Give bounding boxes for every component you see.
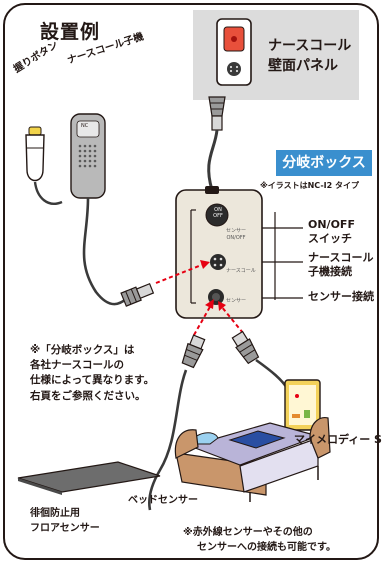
arrow-heads bbox=[200, 260, 226, 311]
infrared-footnote: ※赤外線センサーやその他の センサーへの接続も可能です。 bbox=[183, 526, 336, 555]
wall-panel-label-line1: ナースコール bbox=[268, 38, 352, 54]
my-melody-cable bbox=[255, 358, 290, 391]
onoff-switch-text: ON OFF bbox=[207, 207, 229, 219]
branch-box-note: ※イラストはNC-I2 タイプ bbox=[260, 181, 360, 190]
box-sensor-sublabel: センサー bbox=[226, 298, 247, 304]
sub-unit-connect-label-line1: ナースコール bbox=[308, 251, 374, 264]
sub-unit-connect-label-line2: 子機接続 bbox=[308, 264, 352, 278]
box-switch-sublabel-line2: ON/OFF bbox=[226, 234, 246, 241]
onoff-switch-label: ON/OFF スイッチ bbox=[308, 218, 355, 246]
branch-footnote-line2: 各社ナースコールの bbox=[30, 359, 124, 372]
sub-unit-plug bbox=[120, 282, 155, 307]
wall-panel-label: ナースコール 壁面パネル bbox=[268, 37, 351, 76]
floor-sensor-mat bbox=[17, 461, 161, 495]
onoff-switch-label-line1: ON/OFF bbox=[308, 218, 355, 231]
panel-cable bbox=[207, 129, 219, 191]
branch-box-footnote: ※「分岐ボックス」は 各社ナースコールの 仕様によって異なります。 右頁をご参照… bbox=[30, 343, 154, 404]
branch-box bbox=[175, 186, 263, 319]
sensor-connect-label: センサー接続 bbox=[308, 290, 374, 303]
branch-footnote-line3: 仕様によって異なります。 bbox=[30, 374, 155, 387]
floor-sensor-cable bbox=[148, 369, 188, 511]
grip-button bbox=[25, 126, 63, 205]
box-nursecall-sublabel: ナースコール bbox=[226, 268, 256, 274]
branch-footnote-line1: ※「分岐ボックス」は bbox=[30, 344, 135, 356]
wall-panel bbox=[216, 18, 252, 86]
floor-sensor-label-line2: フロアセンサー bbox=[30, 523, 100, 534]
branch-box-badge: 分岐ボックス bbox=[276, 150, 372, 176]
bed-sensor-plug bbox=[181, 334, 206, 369]
sub-unit-logo-text: NC bbox=[81, 123, 89, 129]
onoff-off-text: OFF bbox=[213, 213, 223, 219]
my-melody-label: マイメロディー S bbox=[294, 433, 382, 446]
infrared-footnote-line2: センサーへの接続も可能です。 bbox=[197, 541, 336, 553]
wall-panel-label-line2: 壁面パネル bbox=[268, 57, 338, 74]
connection-arrows bbox=[155, 263, 244, 336]
floor-sensor-label: 徘徊防止用 フロアセンサー bbox=[30, 506, 100, 536]
branch-footnote-line4: 右頁をご参照ください。 bbox=[30, 389, 146, 402]
nurse-call-sub-unit bbox=[70, 113, 131, 306]
bed-sensor-label: ベッドセンサー bbox=[128, 495, 198, 506]
panel-plug bbox=[208, 96, 226, 131]
infrared-footnote-line1: ※赤外線センサーやその他の bbox=[183, 527, 313, 538]
floor-sensor-label-line1: 徘徊防止用 bbox=[30, 508, 80, 519]
my-melody-device bbox=[284, 379, 321, 431]
box-switch-sublabel: センサー ON/OFF bbox=[226, 228, 246, 241]
page-title: 設置例 bbox=[40, 21, 101, 43]
my-melody-plug bbox=[231, 330, 260, 365]
onoff-switch-label-line2: スイッチ bbox=[308, 231, 352, 245]
outer-frame bbox=[3, 3, 379, 560]
bed bbox=[174, 417, 331, 502]
box-switch-sublabel-line1: センサー bbox=[226, 228, 247, 234]
callout-lines bbox=[262, 212, 303, 300]
onoff-on-text: ON bbox=[214, 207, 222, 213]
sub-unit-connect-label: ナースコール 子機接続 bbox=[308, 251, 373, 279]
